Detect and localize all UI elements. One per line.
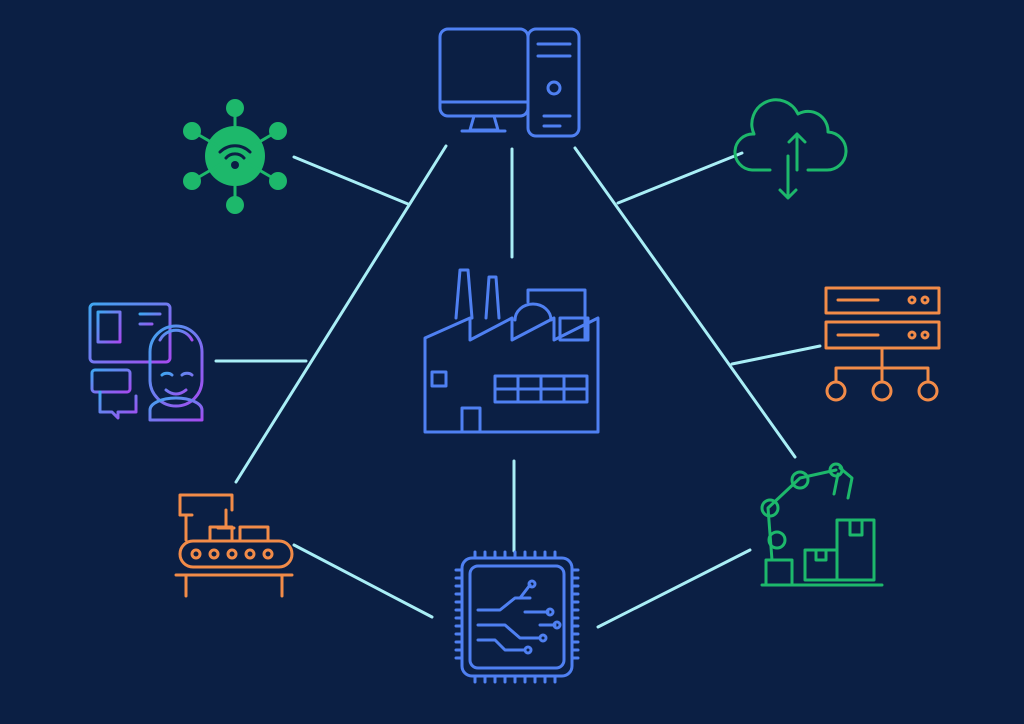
- connector-iot: [292, 155, 410, 206]
- connector-left-edge: [234, 144, 448, 484]
- factory-icon: [423, 268, 600, 434]
- desktop-computer-icon: [438, 27, 581, 138]
- connector-cloud: [616, 151, 744, 205]
- server-network-icon: [824, 286, 941, 402]
- connector-server: [730, 344, 822, 366]
- ai-knowledge-head-icon: [88, 302, 205, 422]
- conveyor-belt-icon: [174, 493, 294, 598]
- connector-conveyor: [292, 543, 434, 619]
- iot-network-icon: [183, 99, 287, 214]
- connector-lines: [214, 144, 822, 629]
- cloud-sync-icon: [733, 98, 848, 200]
- connector-right-edge: [573, 146, 797, 459]
- microchip-icon: [454, 550, 580, 684]
- robotic-arm-icon: [760, 462, 884, 587]
- connector-robot: [596, 548, 752, 629]
